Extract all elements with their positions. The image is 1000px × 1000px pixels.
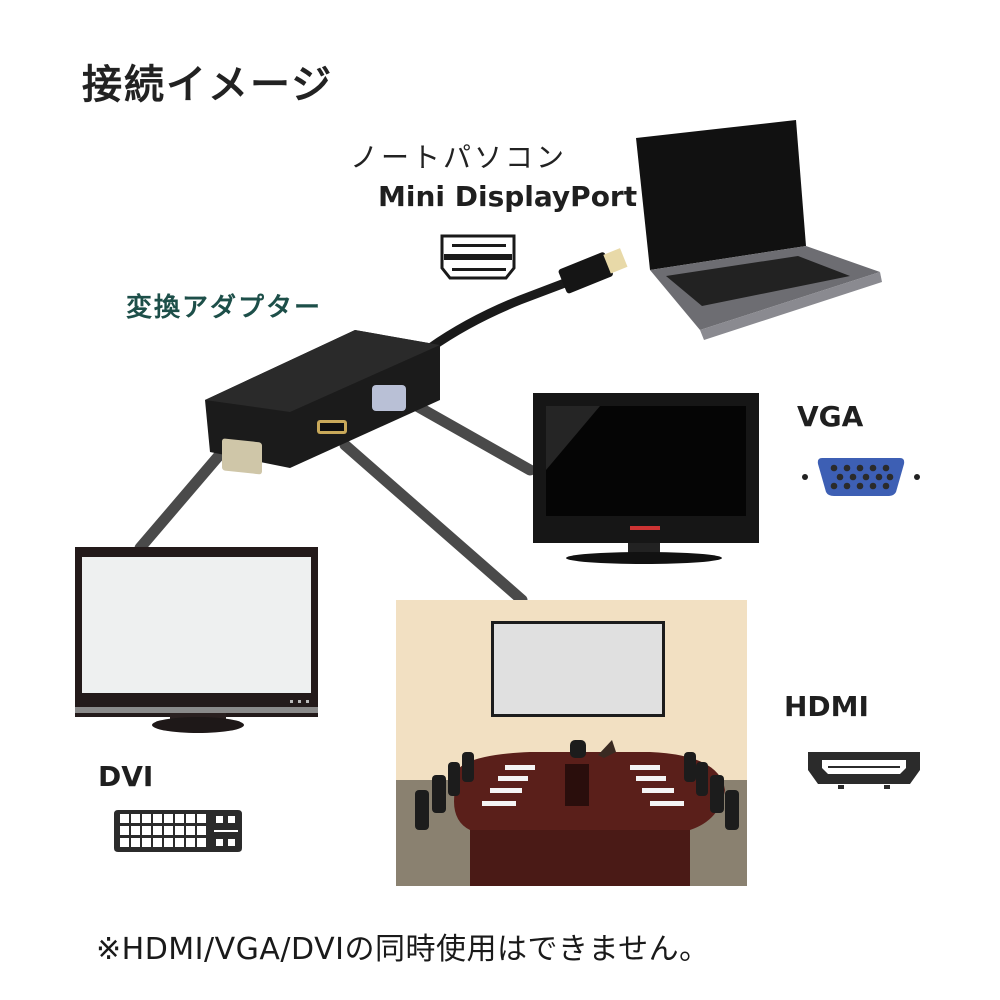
monitor-white-screen <box>75 547 318 733</box>
conference-room-screen <box>396 600 747 886</box>
laptop-illustration <box>636 120 882 340</box>
mini-displayport-icon <box>440 234 516 280</box>
usage-note: ※HDMI/VGA/DVIの同時使用はできません。 <box>96 932 710 967</box>
cables <box>134 399 536 606</box>
laptop-label: ノートパソコン <box>350 141 568 174</box>
hdmi-label: HDMI <box>784 690 869 723</box>
vga-connector-icon <box>802 458 920 496</box>
dvi-label: DVI <box>98 760 154 793</box>
vga-label: VGA <box>797 400 864 433</box>
hdmi-connector-icon <box>808 752 920 789</box>
page-title: 接続イメージ <box>82 62 334 108</box>
adapter-label: 変換アダプター <box>126 293 323 323</box>
mdp-cable <box>425 273 583 353</box>
tv-monitor-black <box>533 393 759 564</box>
mdp-plug <box>558 248 628 294</box>
adapter-box <box>205 330 440 475</box>
mini-displayport-label: Mini DisplayPort <box>378 180 638 213</box>
dvi-connector-icon <box>114 810 242 852</box>
